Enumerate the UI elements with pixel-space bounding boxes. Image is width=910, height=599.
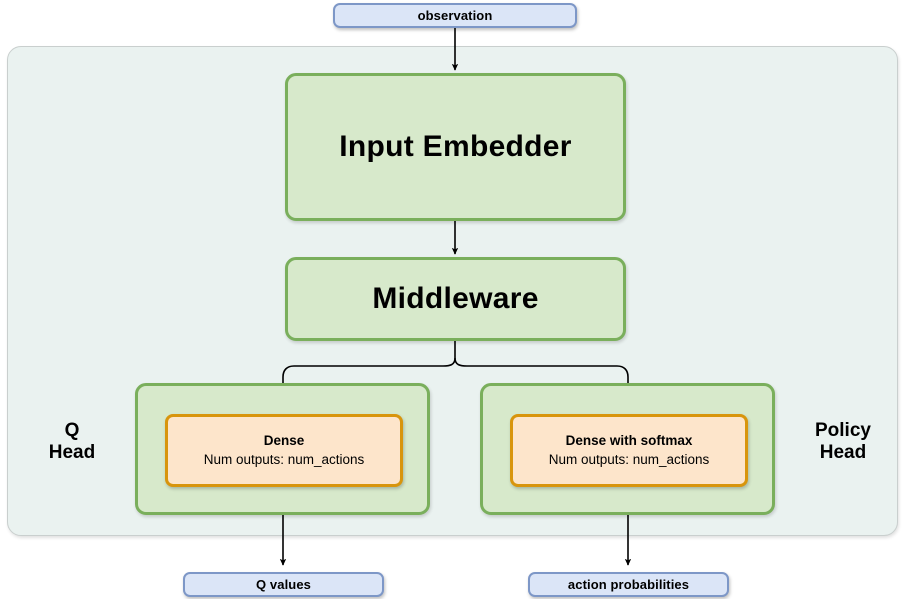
observation-label: observation [417,8,493,23]
policy-head-side-label: Policy Head [815,420,871,464]
policy-head-dense-subtitle: Num outputs: num_actions [548,451,710,467]
middleware-label: Middleware [372,282,539,315]
q-values-node[interactable]: Q values [183,572,384,597]
input-embedder-label: Input Embedder [339,130,572,163]
q-head-dense-node[interactable]: Dense Num outputs: num_actions [165,414,403,487]
action-probabilities-node[interactable]: action probabilities [528,572,729,597]
q-head-side-label: Q Head [48,420,96,464]
q-head-dense-subtitle: Num outputs: num_actions [203,451,365,467]
policy-head-dense-title: Dense with softmax [565,433,693,449]
observation-node[interactable]: observation [333,3,577,28]
middleware-node[interactable]: Middleware [285,257,626,341]
policy-head-dense-node[interactable]: Dense with softmax Num outputs: num_acti… [510,414,748,487]
action-probabilities-label: action probabilities [567,577,690,592]
input-embedder-node[interactable]: Input Embedder [285,73,626,221]
q-values-label: Q values [256,577,311,592]
q-head-dense-title: Dense [263,433,305,449]
